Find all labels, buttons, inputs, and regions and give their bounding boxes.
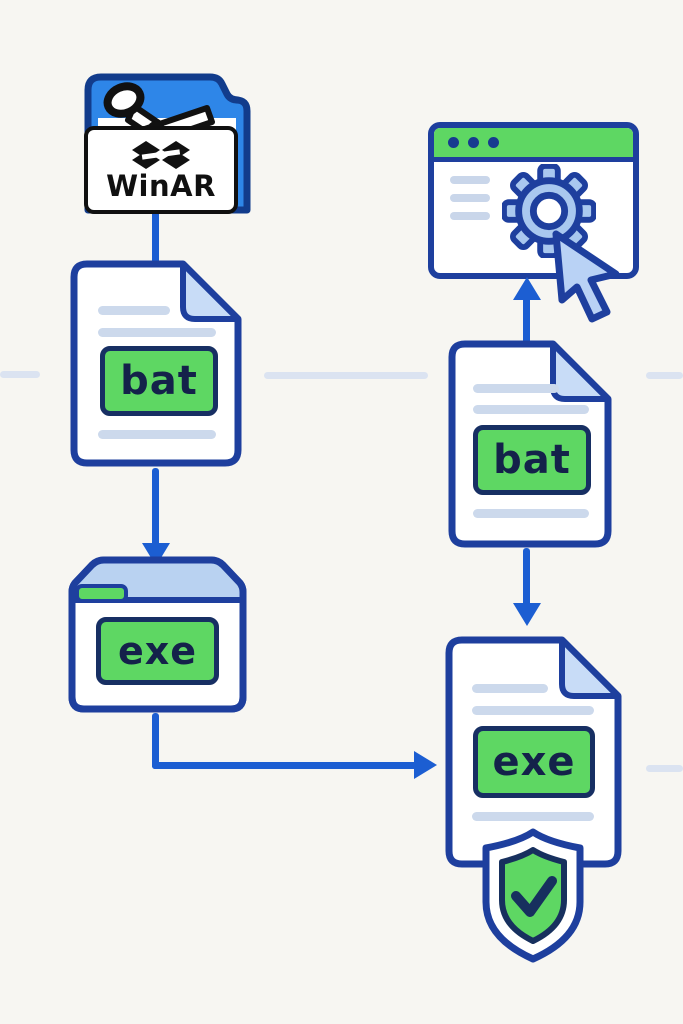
decor-line-middle [264, 372, 428, 379]
node-exe-window: exe [68, 556, 247, 713]
decor-line-left [0, 371, 40, 378]
window-dot-icon [468, 137, 479, 148]
checkmark-icon [511, 876, 557, 917]
node-archiver: WinAR [84, 64, 254, 216]
text-line [98, 328, 216, 337]
exe-extension-badge: exe [473, 726, 595, 798]
text-line [450, 194, 490, 202]
node-browser-window [428, 122, 639, 323]
text-line [472, 706, 594, 715]
arrow-bat-to-browser-line [523, 297, 530, 345]
text-line [98, 306, 170, 315]
page-fold-icon [559, 637, 621, 699]
text-line [450, 212, 490, 220]
archiver-name: WinAR [106, 168, 216, 203]
arrow-window-to-exe-head [414, 751, 437, 779]
bat-label: bat [120, 358, 198, 404]
node-bat-file-right: bat [448, 340, 612, 548]
node-exe-file-right: exe [445, 636, 622, 868]
text-line [450, 176, 490, 184]
node-bat-file-left: bat [70, 260, 242, 467]
window-tab [75, 584, 128, 603]
text-line [472, 684, 548, 693]
text-line [472, 812, 594, 821]
text-line [473, 509, 589, 518]
bat-extension-badge: bat [100, 346, 218, 416]
exe-label: exe [492, 739, 576, 785]
window-dot-icon [488, 137, 499, 148]
shield-check-icon [482, 828, 584, 963]
page-fold-icon [550, 341, 611, 402]
browser-titlebar [434, 128, 633, 162]
text-line [473, 405, 589, 414]
cursor-icon [552, 230, 620, 323]
page-fold-icon [180, 261, 241, 322]
decor-line-right-upper [646, 372, 683, 379]
arrow-bat-to-exe-line [523, 548, 530, 606]
text-line [98, 430, 216, 439]
window-dot-icon [448, 137, 459, 148]
arrow-bat-to-exe-head [513, 603, 541, 626]
arrow-bat-to-window-line [152, 468, 159, 546]
decor-line-right-lower [646, 765, 683, 772]
archiver-label-box: WinAR [84, 126, 238, 214]
archiver-logo-icon [132, 140, 190, 169]
gear-icon [502, 164, 596, 258]
arrow-window-to-exe-vertical [152, 713, 159, 769]
exe-extension-badge: exe [96, 617, 219, 685]
connector-archiver-to-bat [152, 205, 159, 265]
arrow-bat-to-browser-head [513, 277, 541, 300]
arrow-window-to-exe-horizontal [152, 762, 418, 769]
bat-label: bat [493, 437, 571, 483]
text-line [473, 384, 559, 393]
exe-label: exe [117, 629, 198, 673]
bat-extension-badge: bat [473, 425, 591, 495]
